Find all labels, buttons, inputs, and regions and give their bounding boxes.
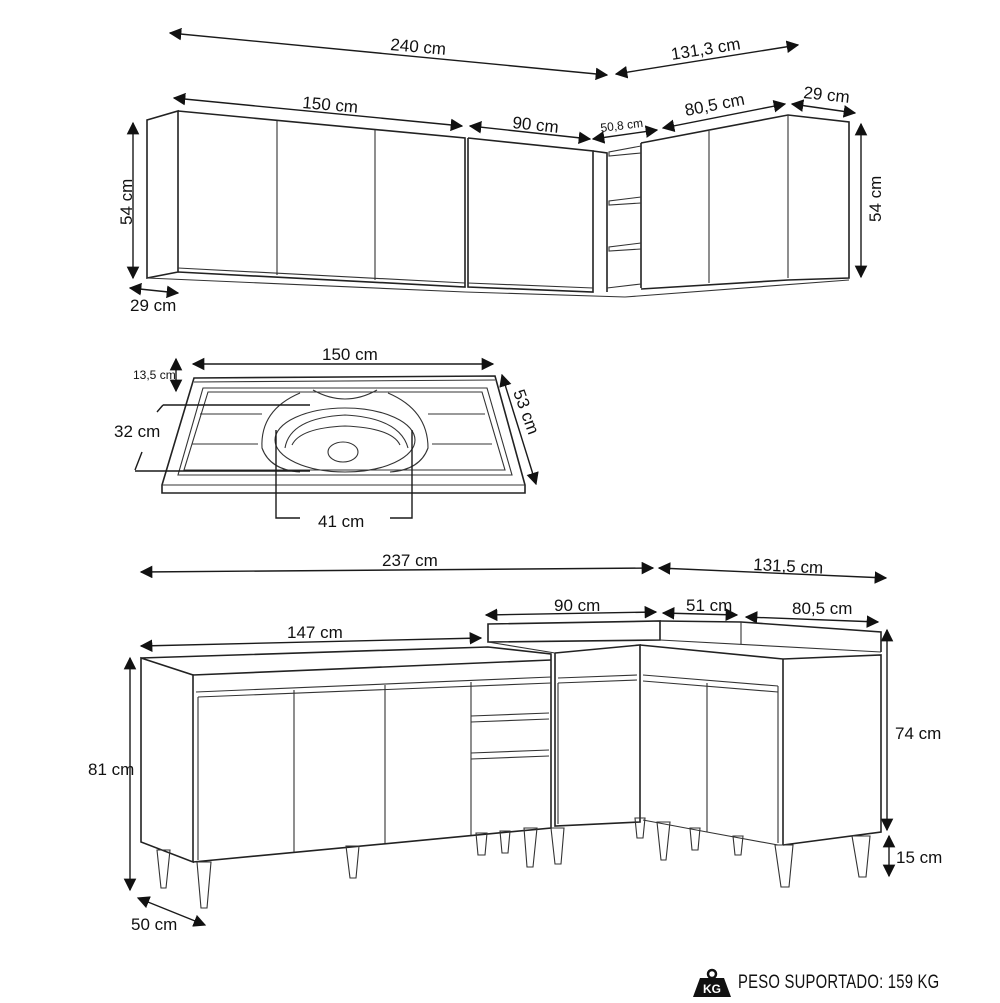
- label-lower-right-width: 80,5 cm: [792, 599, 852, 618]
- kg-weight-icon: KG: [692, 968, 732, 998]
- label-corner-shelf-width: 50,8 cm: [600, 116, 644, 135]
- dim-line-50-8: [591, 125, 659, 144]
- lower-left-side: [140, 656, 194, 864]
- dim-line-131-5: [657, 562, 888, 584]
- label-backsplash-height: 13,5 cm: [133, 368, 176, 382]
- label-upper-right-depth: 29 cm: [803, 83, 851, 107]
- dim-line-240: [168, 27, 609, 81]
- dim-line-29-right: [790, 99, 857, 118]
- dim-line-150-upper: [172, 92, 464, 132]
- label-sink-width: 150 cm: [322, 345, 378, 364]
- upper-mid-module: [467, 137, 594, 293]
- dim-line-29-left: [128, 282, 180, 299]
- upper-cabinets: [126, 27, 868, 299]
- lower-cabinets: [123, 561, 896, 927]
- label-upper-left-height: 54 cm: [117, 179, 136, 225]
- dim-line-147: [139, 631, 483, 653]
- label-lower-height: 81 cm: [88, 760, 134, 779]
- upper-corner-shelf-side: [592, 150, 608, 292]
- label-upper-left-width: 150 cm: [302, 93, 359, 117]
- dim-line-50: [136, 896, 207, 927]
- label-bowl-depth: 32 cm: [114, 422, 160, 441]
- label-upper-mid-width: 90 cm: [512, 113, 560, 137]
- label-sink-depth: 53 cm: [509, 387, 543, 437]
- label-lower-depth: 50 cm: [131, 915, 177, 934]
- label-corner-width: 51 cm: [686, 596, 732, 615]
- label-upper-right-height: 54 cm: [866, 176, 885, 222]
- dim-line-sink-depth: [499, 373, 539, 486]
- dim-line-131-3: [614, 40, 800, 79]
- dim-line-90-lower: [484, 605, 658, 622]
- upper-right-module: [640, 114, 850, 290]
- label-lower-corner-width: 131,5 cm: [753, 555, 824, 578]
- cabinet-legs: [156, 817, 871, 909]
- upper-left-side-panel: [146, 109, 179, 279]
- upper-left-module-front: [177, 110, 466, 288]
- label-upper-left-depth: 29 cm: [130, 296, 176, 315]
- dim-line-bowl-width-left: [275, 430, 300, 519]
- label-upper-right-width: 80,5 cm: [683, 90, 746, 120]
- label-lower-mid-width: 90 cm: [554, 596, 600, 615]
- label-upper-total-width: 240 cm: [390, 35, 447, 59]
- dim-line-80-5-upper: [661, 100, 787, 132]
- label-bowl-width: 41 cm: [318, 512, 364, 531]
- dim-line-237: [139, 561, 655, 579]
- lower-backsplash-mid: [487, 620, 661, 643]
- svg-text:KG: KG: [703, 982, 721, 996]
- dim-line-bowl-width-right: [390, 430, 413, 519]
- label-lower-body-height: 74 cm: [895, 724, 941, 743]
- label-lower-left-width: 147 cm: [287, 623, 343, 642]
- dim-line-90-upper: [468, 120, 592, 145]
- dim-line-51: [661, 607, 739, 621]
- weight-capacity-note: KG PESO SUPORTADO: 159 KG: [692, 968, 996, 998]
- dim-line-80-5-lower: [744, 611, 880, 628]
- sink-countertop: [134, 357, 539, 519]
- label-lower-total-width: 237 cm: [382, 551, 438, 570]
- weight-capacity-text: PESO SUPORTADO: 159 KG: [737, 972, 940, 993]
- label-leg-height: 15 cm: [896, 848, 942, 867]
